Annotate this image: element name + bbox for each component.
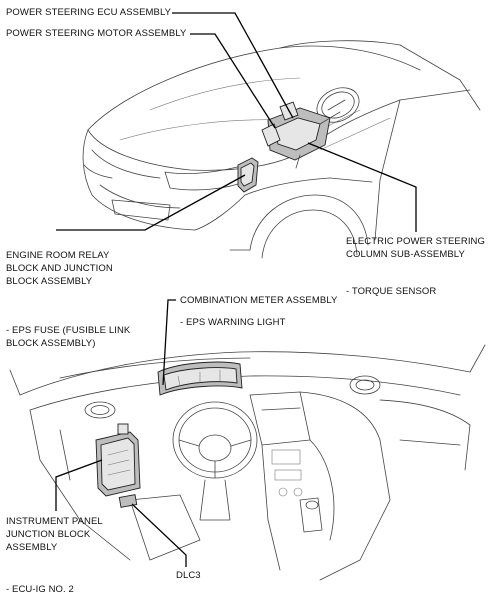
leader-lines [55,12,417,567]
label-eps-column-line1: ELECTRIC POWER STEERING [346,236,486,247]
label-combination-meter-assembly: COMBINATION METER ASSEMBLY [180,295,338,306]
vehicle-exterior-drawing [82,40,481,259]
label-instrument-panel-line2: JUNCTION BLOCK [6,529,91,540]
instrument-panel-junction-block [95,423,141,497]
label-dlc3: DLC3 [176,570,201,581]
label-power-steering-motor-assembly: POWER STEERING MOTOR ASSEMBLY [6,28,187,39]
combination-meter [157,361,243,396]
label-instrument-panel-line1: INSTRUMENT PANEL [6,516,103,527]
label-instrument-panel-line3: ASSEMBLY [6,542,58,553]
label-engine-room-relay-line1: ENGINE ROOM RELAY [6,250,110,261]
label-eps-fuse-line1: - EPS FUSE (FUSIBLE LINK [6,325,131,336]
label-engine-room-relay-line3: BLOCK ASSEMBLY [6,276,93,287]
engine-room-relay-block [237,157,259,193]
label-torque-sensor: - TORQUE SENSOR [346,286,437,297]
label-eps-fuse-line2: BLOCK ASSEMBLY) [6,338,96,349]
label-ecu-ig-no2: - ECU-IG NO. 2 [6,584,74,595]
label-power-steering-ecu-assembly: POWER STEERING ECU ASSEMBLY [6,7,172,18]
steering-wheel-bottom [172,401,258,521]
dashboard-interior-drawing [9,344,486,581]
steering-column-assembly [261,101,341,169]
label-eps-column-line2: COLUMN SUB-ASSEMBLY [346,249,465,260]
label-engine-room-relay-line2: BLOCK AND JUNCTION [6,263,113,274]
label-eps-warning-light: - EPS WARNING LIGHT [180,317,286,328]
